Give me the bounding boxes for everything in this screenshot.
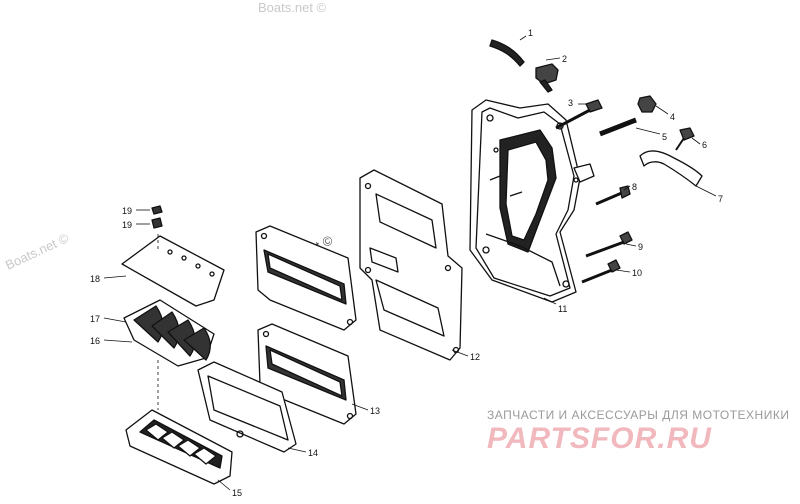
- part-stud: [597, 117, 637, 139]
- part-reed-block-upper: [255, 225, 357, 331]
- brand-tagline: ЗАПЧАСТИ И АКСЕССУАРЫ ДЛЯ МОТОТЕХНИКИ: [487, 408, 790, 422]
- part-nut: [637, 95, 657, 113]
- part-reed-stop: [121, 235, 225, 307]
- part-bolt-8: [595, 185, 631, 206]
- watermark-top: Boats.net ©: [258, 0, 327, 15]
- callout-12: 12: [470, 352, 480, 362]
- part-fitting: [535, 63, 559, 93]
- part-bolt-9: [585, 231, 633, 258]
- brand-logo: PARTSFOR.RU: [487, 422, 712, 455]
- part-clamp-bracket: [639, 150, 703, 187]
- part-gasket-large: [359, 169, 463, 361]
- part-reed-gasket: [197, 361, 297, 453]
- callout-19a: 19: [122, 206, 132, 216]
- callout-10: 10: [632, 268, 642, 278]
- callout-14: 14: [308, 448, 318, 458]
- callout-15: 15: [232, 488, 242, 498]
- leader-lines: [103, 35, 717, 491]
- part-adapter-plate: [469, 99, 595, 303]
- callout-18: 18: [90, 274, 100, 284]
- callout-5: 5: [662, 132, 667, 142]
- part-bolt-10: [581, 259, 621, 284]
- callout-6: 6: [702, 140, 707, 150]
- part-hose: [489, 39, 525, 67]
- watermark-left: Boats.net ©: [3, 230, 71, 273]
- callout-8: 8: [632, 182, 637, 192]
- callout-11: 11: [558, 304, 567, 314]
- callout-16: 16: [90, 336, 100, 346]
- callout-9: 9: [638, 242, 643, 252]
- callout-2: 2: [562, 54, 567, 64]
- part-bolt-3: [555, 99, 603, 130]
- callout-4: 4: [670, 112, 675, 122]
- callout-labels: 1 2 3 4 5 6 7 8 9 10 11 12 13 14 15 16 1…: [90, 28, 723, 498]
- callout-7: 7: [718, 194, 723, 204]
- callout-13: 13: [370, 406, 380, 416]
- part-reed-cage: [125, 409, 233, 485]
- part-screw-19b: [151, 217, 163, 229]
- callout-3: 3: [568, 98, 573, 108]
- callout-17: 17: [90, 314, 100, 324]
- callout-1: 1: [528, 28, 533, 38]
- part-reed-petals: [123, 299, 215, 367]
- part-screw-6: [675, 127, 695, 151]
- callout-19b: 19: [122, 220, 132, 230]
- part-screw-19a: [151, 205, 163, 215]
